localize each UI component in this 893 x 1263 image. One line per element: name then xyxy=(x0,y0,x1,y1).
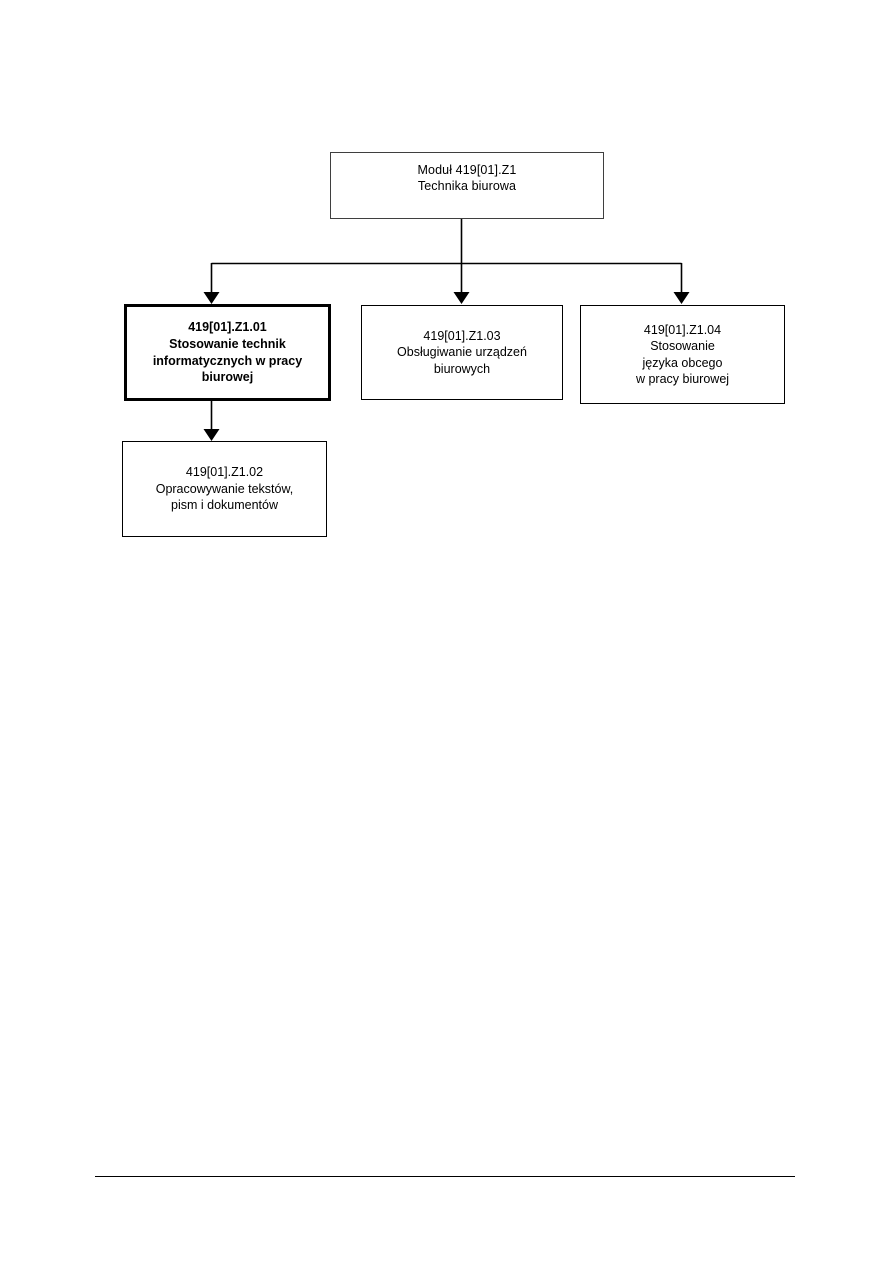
footer-divider xyxy=(95,1176,795,1177)
arrowhead-middle xyxy=(453,292,470,304)
arrowhead-right xyxy=(673,292,690,304)
node-unit-z1-03[interactable]: 419[01].Z1.03 Obsługiwanie urządzeń biur… xyxy=(361,305,563,400)
node-unit-z1-04[interactable]: 419[01].Z1.04 Stosowanie języka obcego w… xyxy=(580,305,785,404)
node-module-root-label: Moduł 419[01].Z1 Technika biurowa xyxy=(417,163,517,193)
node-unit-z1-02[interactable]: 419[01].Z1.02 Opracowywanie tekstów, pis… xyxy=(122,441,327,537)
arrowhead-z102 xyxy=(203,429,220,441)
arrowhead-left xyxy=(203,292,220,304)
node-unit-z1-04-label: 419[01].Z1.04 Stosowanie języka obcego w… xyxy=(635,322,730,387)
node-module-root[interactable]: Moduł 419[01].Z1 Technika biurowa xyxy=(330,152,604,219)
node-unit-z1-01-label: 419[01].Z1.01 Stosowanie technik informa… xyxy=(152,320,303,385)
node-unit-z1-02-label: 419[01].Z1.02 Opracowywanie tekstów, pis… xyxy=(155,465,294,513)
node-unit-z1-01[interactable]: 419[01].Z1.01 Stosowanie technik informa… xyxy=(124,304,331,401)
node-unit-z1-03-label: 419[01].Z1.03 Obsługiwanie urządzeń biur… xyxy=(397,328,527,376)
